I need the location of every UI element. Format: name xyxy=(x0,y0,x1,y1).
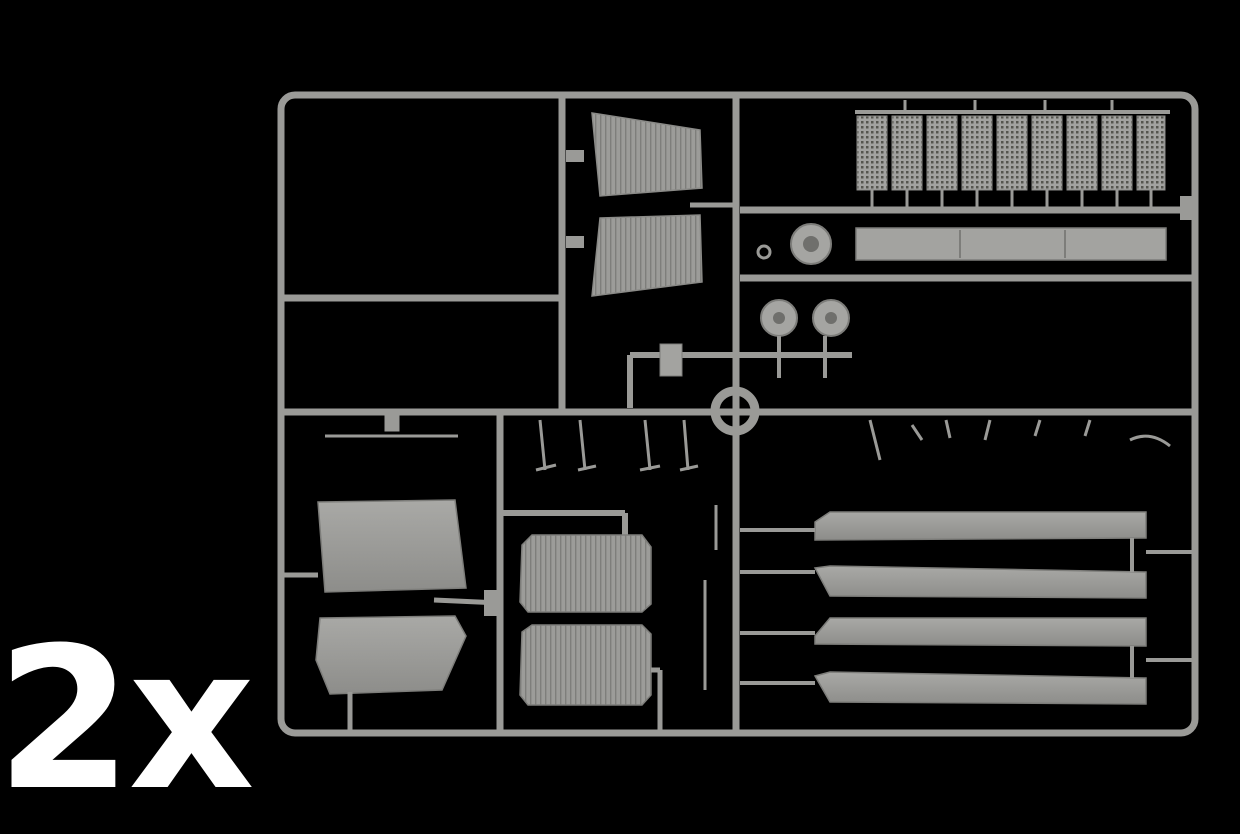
door-panel-parts xyxy=(283,499,501,730)
sprue-frame xyxy=(277,91,1199,737)
quantity-label: 2x xyxy=(0,606,255,834)
grille-parts xyxy=(855,100,1170,208)
rotor-blade-parts xyxy=(703,505,1193,705)
bar-parts xyxy=(855,196,1192,261)
wing-panel-parts xyxy=(566,112,734,297)
sprue-hub-ring xyxy=(710,386,760,436)
small-detail-parts xyxy=(325,414,1171,472)
wheel-parts xyxy=(659,223,850,378)
ribbed-panel-parts xyxy=(519,534,663,730)
